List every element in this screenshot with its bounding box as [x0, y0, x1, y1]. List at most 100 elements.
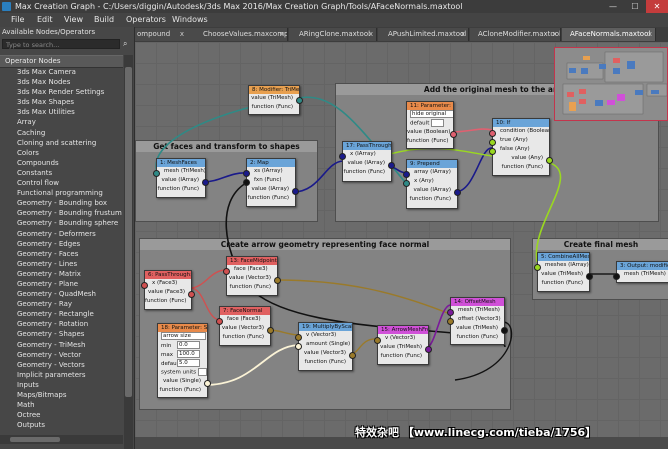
list-item[interactable]: 3ds Max Shapes	[17, 98, 75, 107]
output-pin[interactable]	[349, 352, 356, 359]
port-meshes[interactable]: meshes (IArray)	[545, 262, 589, 268]
port-function[interactable]: function (Func)	[343, 169, 385, 175]
menu-view[interactable]: View	[64, 15, 83, 24]
port-mesh[interactable]: mesh (TriMesh)	[624, 271, 666, 277]
min-field[interactable]: 0.0	[177, 341, 200, 349]
input-pin[interactable]	[613, 273, 620, 280]
list-item[interactable]: Constants	[17, 168, 53, 177]
input-pin[interactable]	[447, 318, 454, 325]
port-value[interactable]: value (TriMesh)	[456, 325, 498, 331]
list-item[interactable]: 3ds Max Nodes	[17, 78, 71, 87]
input-pin[interactable]	[403, 180, 410, 187]
list-item[interactable]: Caching	[17, 128, 46, 137]
list-item[interactable]: Geometry - Bounding sphere	[17, 219, 119, 228]
output-pin[interactable]	[388, 162, 395, 169]
list-item[interactable]: 3ds Max Render Settings	[17, 88, 105, 97]
input-pin[interactable]	[216, 318, 223, 325]
list-item[interactable]: Cloning and scattering	[17, 138, 97, 147]
input-pin[interactable]	[489, 130, 496, 137]
port-function[interactable]: function (Func)	[157, 186, 199, 192]
output-pin[interactable]	[188, 291, 195, 298]
output-pin[interactable]	[450, 131, 457, 138]
port-mesh[interactable]: mesh (TriMesh)	[164, 168, 205, 174]
list-item[interactable]: Outputs	[17, 421, 45, 430]
node-map[interactable]: 2: Map xs (IArray) fxn (Func) value (IAr…	[243, 158, 299, 207]
port-function[interactable]: function (Func)	[229, 284, 271, 290]
input-pin[interactable]	[339, 153, 346, 160]
port-condition[interactable]: condition (Boolean)	[500, 128, 549, 134]
node-arrow-mesh[interactable]: 15: ArrowMeshFrom... v (Vector3) value (…	[374, 325, 432, 365]
port-value[interactable]: value (Single)	[163, 378, 201, 384]
port-xs[interactable]: xs (IArray)	[254, 168, 283, 174]
default-field[interactable]: 5.0	[177, 359, 200, 367]
search-icon[interactable]: ⌕	[123, 39, 128, 48]
port-value[interactable]: value (IArray)	[161, 177, 200, 183]
list-item[interactable]: Maps/Bitmaps	[17, 391, 67, 399]
category-header[interactable]: Operator Nodes	[0, 55, 123, 68]
search-input[interactable]: Type to search...	[2, 39, 120, 49]
port-function[interactable]: function (Func)	[409, 196, 451, 202]
node-passthrough-face[interactable]: 6: PassThrough: F... x (Face3) value (Fa…	[141, 270, 195, 310]
list-item[interactable]: Inputs	[17, 380, 39, 389]
list-item[interactable]: Geometry - Vectors	[17, 360, 85, 369]
port-function[interactable]: function (Func)	[380, 353, 422, 359]
port-x[interactable]: x (Face3)	[152, 280, 178, 286]
port-value[interactable]: value (Vector3)	[303, 350, 346, 356]
list-item[interactable]: Implicit parameters	[17, 370, 86, 379]
port-x[interactable]: x (Any)	[414, 178, 434, 184]
port-function[interactable]: function (Func)	[304, 359, 346, 365]
port-function[interactable]: function (Func)	[251, 104, 293, 110]
list-scrollbar-thumb[interactable]	[125, 67, 132, 397]
list-item[interactable]: Geometry - Shapes	[17, 330, 85, 339]
max-field[interactable]: 100.0	[177, 350, 200, 358]
node-parameter-single[interactable]: 18: Parameter: Sin... arrow size min0.0 …	[157, 323, 211, 398]
horizontal-scrollbar[interactable]	[0, 435, 123, 444]
input-pin[interactable]	[534, 264, 541, 271]
list-item[interactable]: Array	[17, 118, 36, 127]
input-pin[interactable]	[153, 170, 160, 177]
port-function[interactable]: function (Func)	[456, 334, 498, 340]
param-name-field[interactable]: arrow size	[161, 332, 206, 340]
output-pin[interactable]	[454, 189, 461, 196]
port-value[interactable]: value (Vector3)	[221, 325, 264, 331]
list-item[interactable]: 3ds Max Utilities	[17, 108, 75, 117]
list-item[interactable]: Control flow	[17, 179, 59, 188]
list-item[interactable]: Octree	[17, 411, 41, 420]
output-pin[interactable]	[204, 380, 211, 387]
port-function[interactable]: function (Func)	[145, 298, 187, 304]
input-pin[interactable]	[447, 309, 454, 316]
list-item[interactable]: Geometry - Rectangle	[17, 310, 94, 319]
menu-file[interactable]: File	[11, 15, 25, 24]
node-mesh-faces[interactable]: 1: MeshFaces mesh (TriMesh) value (IArra…	[153, 158, 209, 198]
list-item[interactable]: Geometry - Vector	[17, 350, 82, 359]
output-pin[interactable]	[425, 346, 432, 353]
port-value[interactable]: value (Face3)	[148, 289, 185, 295]
list-item[interactable]: Geometry - Faces	[17, 249, 79, 258]
port-face[interactable]: face (Face3)	[234, 266, 268, 272]
port-value[interactable]: value (TriMesh)	[380, 344, 422, 350]
tab-close-icon[interactable]: x	[279, 30, 284, 38]
port-value[interactable]: value (IArray)	[347, 160, 386, 166]
port-false[interactable]: false (Any)	[500, 146, 530, 152]
tab-close-icon[interactable]: x	[552, 30, 557, 38]
port-function[interactable]: function (Func)	[407, 138, 449, 144]
menu-edit[interactable]: Edit	[37, 15, 53, 24]
menu-operators[interactable]: Operators	[126, 15, 166, 24]
tab-choosevalues[interactable]: ChooseValues.maxcompoundx	[187, 28, 288, 41]
list-item[interactable]: Math	[17, 401, 35, 410]
port-value[interactable]: value (Boolean)	[407, 129, 451, 135]
list-item[interactable]: Geometry - Edges	[17, 239, 81, 248]
node-face-normal[interactable]: 7: FaceNormal face (Face3) value (Vector…	[216, 306, 274, 346]
tab-close-icon[interactable]: x	[368, 30, 373, 38]
port-fxn[interactable]: fxn (Func)	[254, 177, 282, 183]
port-array[interactable]: array (IArray)	[414, 169, 451, 175]
node-prepend[interactable]: 9: Prepend array (IArray) x (Any) value …	[403, 159, 461, 209]
node-combine-all-meshes[interactable]: 5: CombineAllMeshes meshes (IArray) valu…	[534, 252, 593, 292]
input-pin[interactable]	[374, 337, 381, 344]
output-pin[interactable]	[202, 179, 209, 186]
input-pin[interactable]	[243, 179, 250, 186]
default-checkbox[interactable]	[431, 119, 445, 127]
